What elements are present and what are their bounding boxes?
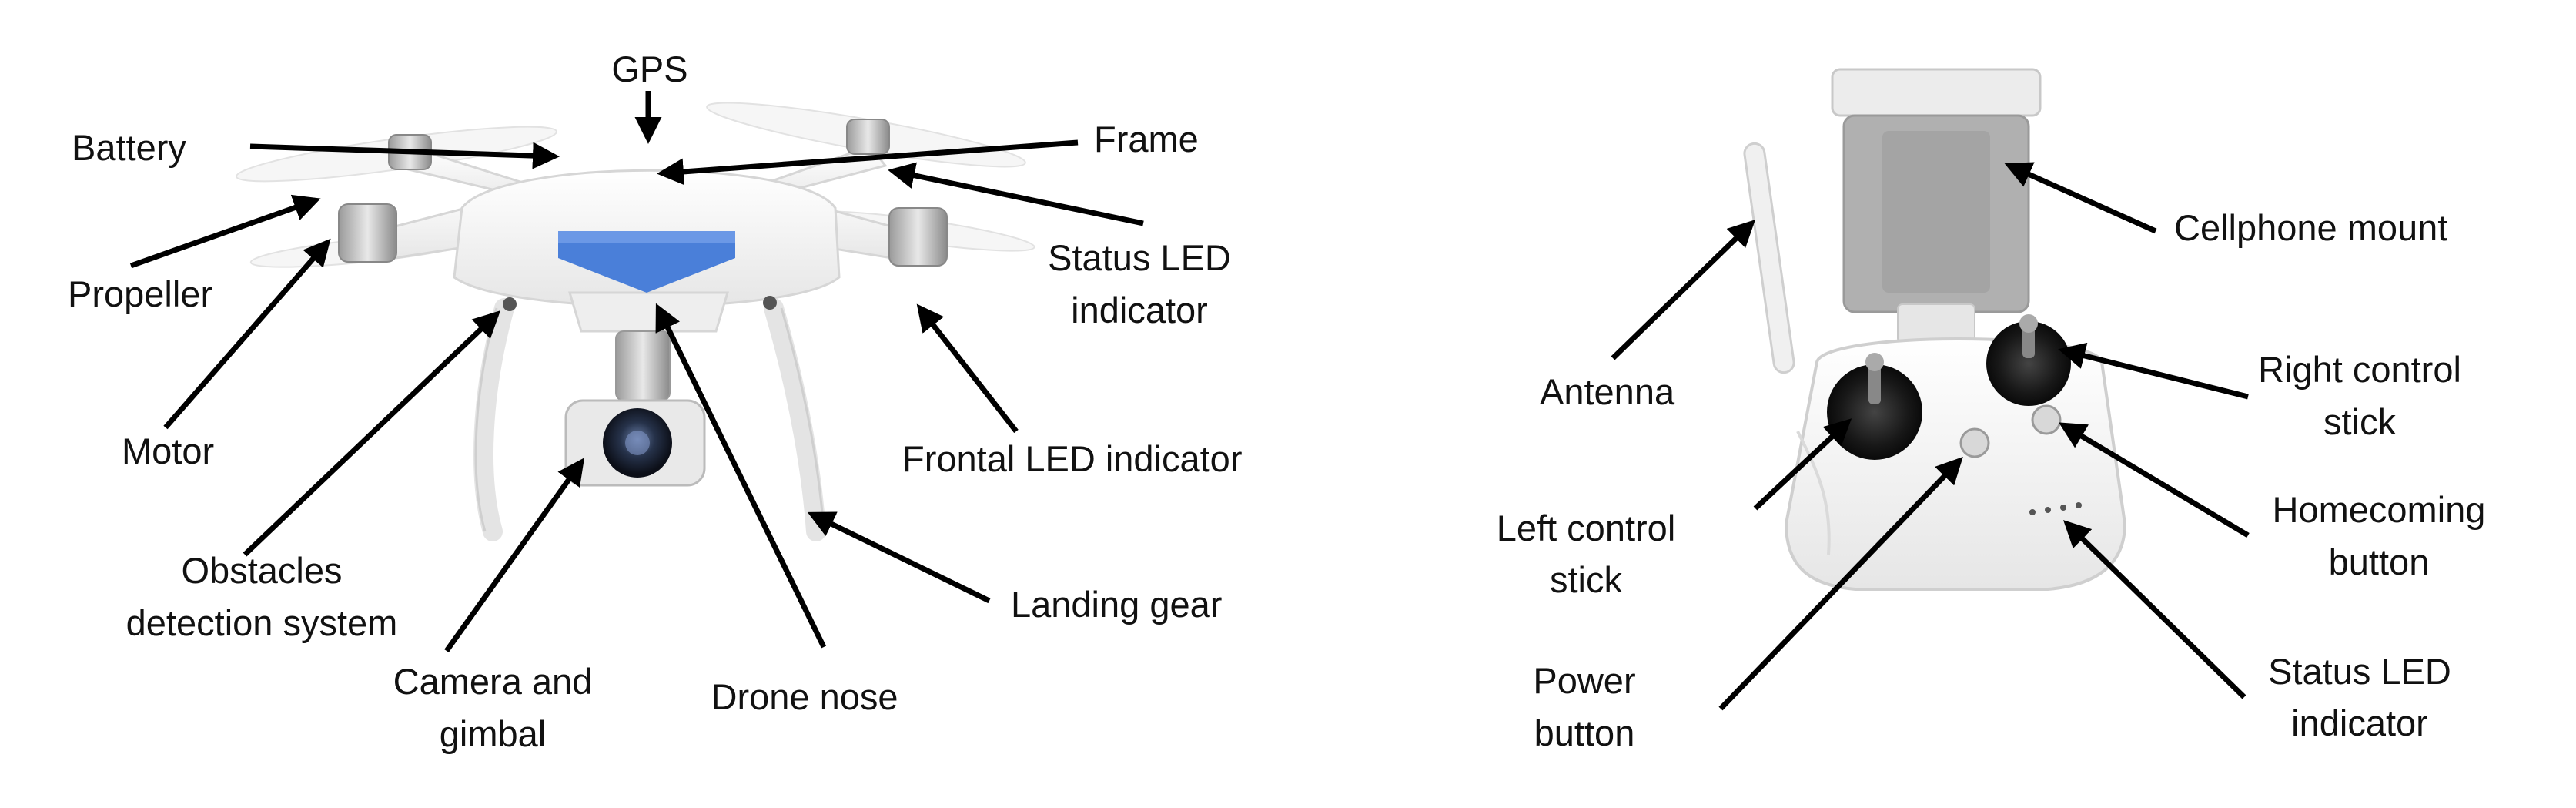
label-propeller: Propeller [68,273,212,314]
arrow-propeller [129,194,321,269]
label-battery: Battery [72,127,186,168]
arrow-right-stick [2058,342,2249,400]
controller-illustration [1743,68,2127,591]
nose-direction-arrow [558,231,735,293]
front-motors [338,203,948,267]
label-frontal-led: Frontal LED indicator [902,438,1242,479]
arrow-left-stick [1753,418,1852,511]
label-ctrl-status-led-1: Status LED [2268,651,2451,692]
label-obstacles-2: detection system [126,602,398,643]
label-status-led-2: indicator [1071,290,1208,330]
right-stick-well [1986,321,2071,406]
label-camera-1: Camera and [393,661,593,702]
arrow-motor [163,238,331,430]
arrow-frame [657,139,1079,186]
label-frame: Frame [1094,119,1199,159]
arrow-status-led [888,162,1144,226]
label-power-1: Power [1533,660,1635,701]
label-obstacles-1: Obstacles [182,550,343,591]
drone-arrows [129,91,1144,653]
label-ctrl-status-led-2: indicator [2291,702,2428,743]
arrow-obstacles [243,310,501,557]
status-led-dots [2029,502,2082,515]
arrow-frontal-led [916,303,1019,434]
label-gps: GPS [611,49,687,89]
label-homecoming-1: Homecoming [2273,489,2486,530]
label-camera-2: gimbal [440,713,546,754]
arrow-landing-gear [807,511,991,604]
arrow-cellphone-mount [2004,162,2157,234]
label-status-led-1: Status LED [1048,237,1231,278]
label-antenna: Antenna [1540,371,1675,412]
label-right-stick-1: Right control [2258,349,2461,390]
label-motor: Motor [122,431,214,471]
label-right-stick-2: stick [2323,401,2397,442]
controller-arrows [1611,162,2250,711]
homecoming-button-part [2031,404,2062,435]
arrow-camera [444,458,585,653]
camera-gimbal [564,330,706,487]
label-left-stick-1: Left control [1497,508,1676,548]
drone-labels: GPS Battery Frame Propeller Status LED i… [68,49,1242,754]
controller-labels: Antenna Cellphone mount Right control st… [1497,207,2486,753]
arrow-homecoming [2058,422,2250,538]
arrow-nose [655,303,827,649]
label-power-2: button [1534,712,1635,753]
label-drone-nose: Drone nose [711,676,898,717]
label-homecoming-2: button [2329,541,2430,582]
arrow-power [1718,456,1963,711]
arrow-battery [249,142,560,169]
antenna-part [1743,142,1795,374]
landing-gear-legs [473,298,826,541]
power-button-part [1959,427,1990,458]
label-landing-gear: Landing gear [1011,584,1222,625]
arrow-antenna [1611,220,1756,360]
label-cellphone-mount: Cellphone mount [2174,207,2447,248]
label-left-stick-2: stick [1550,559,1623,600]
arrow-ctrl-status-led [2062,520,2246,699]
